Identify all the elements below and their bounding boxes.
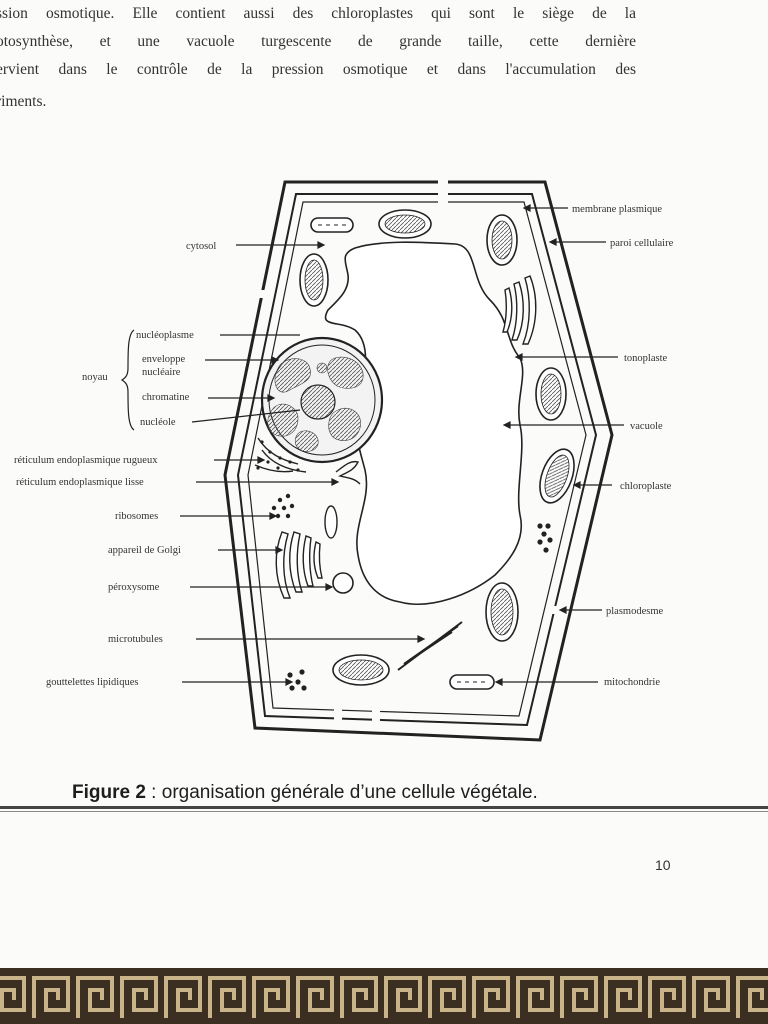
label-microtubules: microtubules [108,634,163,645]
horizontal-rule-thin [0,811,768,812]
rug-motif [604,976,642,1018]
paragraph-line: ervient dans le contrôle de la pression … [0,61,636,78]
rug-motif [384,976,422,1018]
rug-motif [692,976,730,1018]
label-peroxysome: péroxysome [108,582,160,593]
rug-motif [428,976,466,1018]
rug-motif [164,976,202,1018]
rug-motif [516,976,554,1018]
cell-wall [223,180,614,742]
label-ribosomes: ribosomes [115,511,158,522]
paragraph-line: otosynthèse, et une vacuole turgescente … [0,33,636,50]
label-mitochondrie: mitochondrie [604,677,660,688]
rug-pattern [0,968,768,1024]
label-nucleole: nucléole [140,417,176,428]
label-gouttelettes: gouttelettes lipidiques [46,677,138,688]
caption-separator: : [145,782,162,803]
body-paragraph: ssion osmotique. Elle contient aussi des… [0,0,636,116]
paragraph-line: riments. [0,93,47,110]
rug-motif [340,976,378,1018]
label-plasmodesme: plasmodesme [606,606,663,617]
rug-motif [252,976,290,1018]
label-nucleaire: nucléaire [142,367,181,378]
rug-motif [472,976,510,1018]
golgi-stack-right [502,275,537,345]
rug-motif [208,976,246,1018]
document-page: ssion osmotique. Elle contient aussi des… [0,0,768,873]
label-golgi: appareil de Golgi [108,545,181,556]
label-chromatine: chromatine [142,392,190,403]
label-noyau: noyau [82,372,108,383]
horizontal-rule [0,806,768,809]
label-enveloppe: enveloppe [142,354,185,365]
rough-er [254,437,307,473]
peroxisome [332,572,354,594]
rug-motif [32,976,70,1018]
paragraph-line: ssion osmotique. Elle contient aussi des… [0,5,636,22]
label-nucleoplasme: nucléoplasme [136,330,194,341]
rug-motif [736,976,768,1018]
rug-motif [648,976,686,1018]
smooth-er [335,460,361,485]
label-cytosol: cytosol [186,241,216,252]
rug-motif [0,976,26,1012]
rug-motif [76,976,114,1018]
chloroplasts [299,209,575,686]
background-rug [0,968,768,1024]
label-tonoplaste: tonoplaste [624,353,667,364]
mitochondria [310,217,495,690]
golgi-apparatus [275,531,323,599]
rug-motif [120,976,158,1018]
label-vacuole: vacuole [630,421,663,432]
leader-lines [120,204,624,686]
page-number: 10 [655,857,671,873]
nucleolus [300,384,336,420]
label-paroi: paroi cellulaire [610,238,674,249]
lipid-droplets [287,669,307,691]
diagram-labels: cytosol noyau nucléoplasme enveloppe nuc… [14,204,674,688]
vacuole [324,241,524,605]
microtubules [397,621,463,671]
figure-caption: Figure 2 : organisation générale d’une c… [72,782,538,804]
vesicle [324,505,338,539]
caption-text: organisation générale d’une cellule végé… [161,782,538,803]
nucleus [260,336,384,464]
plant-cell-diagram: cytosol noyau nucléoplasme enveloppe nuc… [14,180,674,742]
label-rel: réticulum endoplasmique lisse [16,477,144,488]
rug-motif [296,976,334,1018]
rug-motif [560,976,598,1018]
label-membrane: membrane plasmique [572,204,662,215]
ribosomes [271,493,553,553]
figure-number: Figure 2 [72,782,146,803]
label-chloroplaste: chloroplaste [620,481,672,492]
label-rer: réticulum endoplasmique rugueux [14,455,158,466]
